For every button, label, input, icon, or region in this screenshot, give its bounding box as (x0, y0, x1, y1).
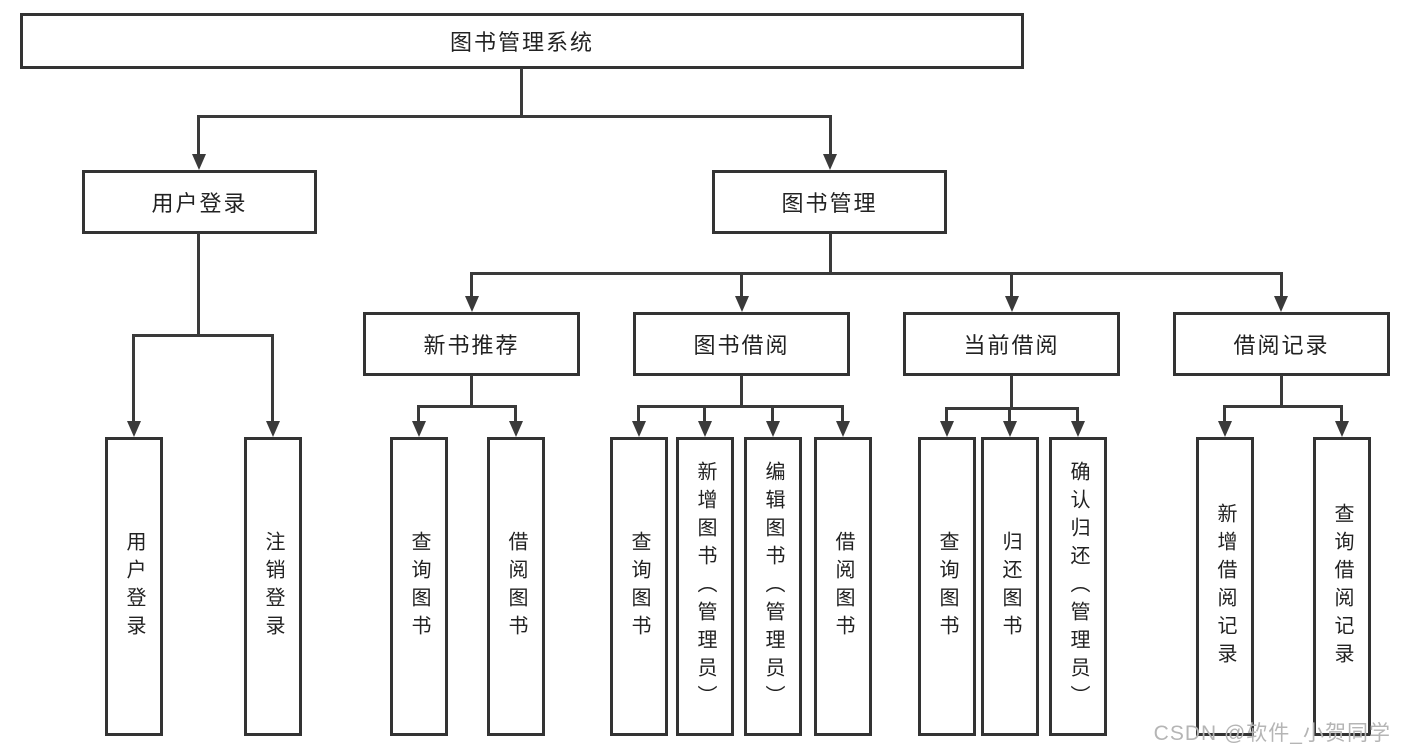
leaf-newbook-query: 查询图书 (390, 437, 448, 736)
leaf-record-add: 新增借阅记录 (1196, 437, 1254, 736)
arrow-down-icon (1335, 421, 1349, 437)
connector-line (771, 405, 774, 422)
arrow-down-icon (632, 421, 646, 437)
connector-line (1223, 405, 1343, 408)
arrow-down-icon (1003, 421, 1017, 437)
leaf-borrow-query: 查询图书 (610, 437, 668, 736)
arrow-down-icon (465, 296, 479, 312)
connector-line (197, 115, 832, 118)
connector-line (132, 334, 274, 337)
node-new-book-recommend: 新书推荐 (363, 312, 580, 376)
leaf-current-confirm-return-label: 确认归还（管理员） (1067, 460, 1089, 713)
leaf-current-return: 归还图书 (981, 437, 1039, 736)
arrow-down-icon (509, 421, 523, 437)
connector-line (740, 272, 743, 297)
connector-line (945, 407, 948, 422)
leaf-newbook-query-label: 查询图书 (408, 530, 430, 643)
connector-line (197, 115, 200, 156)
watermark: CSDN @软件_小贺同学 (1153, 722, 1391, 745)
connector-line (1340, 405, 1343, 422)
leaf-newbook-borrow-label: 借阅图书 (505, 530, 527, 643)
arrow-down-icon (698, 421, 712, 437)
leaf-borrow-borrow-book-label: 借阅图书 (832, 530, 854, 643)
leaf-borrow-add-book-label: 新增图书（管理员） (694, 460, 716, 713)
node-book-management-label: 图书管理 (781, 191, 878, 216)
leaf-borrow-edit-book: 编辑图书（管理员） (744, 437, 802, 736)
node-borrow-record-label: 借阅记录 (1233, 333, 1330, 358)
leaf-user-login-label: 用户登录 (123, 530, 145, 643)
arrow-down-icon (1218, 421, 1232, 437)
leaf-current-query: 查询图书 (918, 437, 976, 736)
node-user-login: 用户登录 (82, 170, 317, 234)
arrow-down-icon (1071, 421, 1085, 437)
node-current-borrow: 当前借阅 (903, 312, 1120, 376)
arrow-down-icon (836, 421, 850, 437)
leaf-record-query-label: 查询借阅记录 (1331, 502, 1353, 671)
leaf-user-login: 用户登录 (105, 437, 163, 736)
connector-line (470, 272, 1283, 275)
connector-line (637, 405, 640, 422)
connector-line (829, 233, 832, 274)
connector-line (1008, 407, 1011, 422)
node-new-book-recommend-label: 新书推荐 (423, 333, 520, 358)
arrow-down-icon (412, 421, 426, 437)
node-root-label: 图书管理系统 (449, 30, 594, 55)
leaf-borrow-add-book: 新增图书（管理员） (676, 437, 734, 736)
node-current-borrow-label: 当前借阅 (963, 333, 1060, 358)
node-book-borrow-label: 图书借阅 (693, 333, 790, 358)
arrow-down-icon (127, 421, 141, 437)
arrow-down-icon (735, 296, 749, 312)
arrow-down-icon (1274, 296, 1288, 312)
leaf-borrow-borrow-book: 借阅图书 (814, 437, 872, 736)
arrow-down-icon (940, 421, 954, 437)
connector-line (740, 375, 743, 408)
connector-line (1010, 375, 1013, 410)
arrow-down-icon (192, 154, 206, 170)
leaf-logout-label: 注销登录 (262, 530, 284, 643)
connector-line (514, 405, 517, 422)
leaf-current-confirm-return: 确认归还（管理员） (1049, 437, 1107, 736)
connector-line (417, 405, 420, 422)
connector-line (1010, 272, 1013, 297)
connector-line (470, 375, 473, 408)
connector-line (945, 407, 1079, 410)
node-book-management: 图书管理 (712, 170, 947, 234)
leaf-current-query-label: 查询图书 (936, 530, 958, 643)
leaf-logout: 注销登录 (244, 437, 302, 736)
connector-line (829, 115, 832, 156)
node-book-borrow: 图书借阅 (633, 312, 850, 376)
leaf-newbook-borrow: 借阅图书 (487, 437, 545, 736)
connector-line (470, 272, 473, 297)
connector-line (1076, 407, 1079, 422)
connector-line (520, 68, 523, 118)
connector-line (1280, 272, 1283, 297)
connector-line (271, 334, 274, 422)
leaf-current-return-label: 归还图书 (999, 530, 1021, 643)
arrow-down-icon (823, 154, 837, 170)
connector-line (703, 405, 706, 422)
connector-line (417, 405, 517, 408)
node-user-login-label: 用户登录 (151, 191, 248, 216)
connector-line (1280, 375, 1283, 408)
connector-line (132, 334, 135, 422)
connector-line (841, 405, 844, 422)
connector-line (637, 405, 844, 408)
arrow-down-icon (766, 421, 780, 437)
leaf-record-add-label: 新增借阅记录 (1214, 502, 1236, 671)
leaf-borrow-edit-book-label: 编辑图书（管理员） (762, 460, 784, 713)
arrow-down-icon (1005, 296, 1019, 312)
node-borrow-record: 借阅记录 (1173, 312, 1390, 376)
connector-line (1223, 405, 1226, 422)
node-root: 图书管理系统 (20, 13, 1024, 69)
leaf-record-query: 查询借阅记录 (1313, 437, 1371, 736)
leaf-borrow-query-label: 查询图书 (628, 530, 650, 643)
connector-line (197, 233, 200, 337)
arrow-down-icon (266, 421, 280, 437)
